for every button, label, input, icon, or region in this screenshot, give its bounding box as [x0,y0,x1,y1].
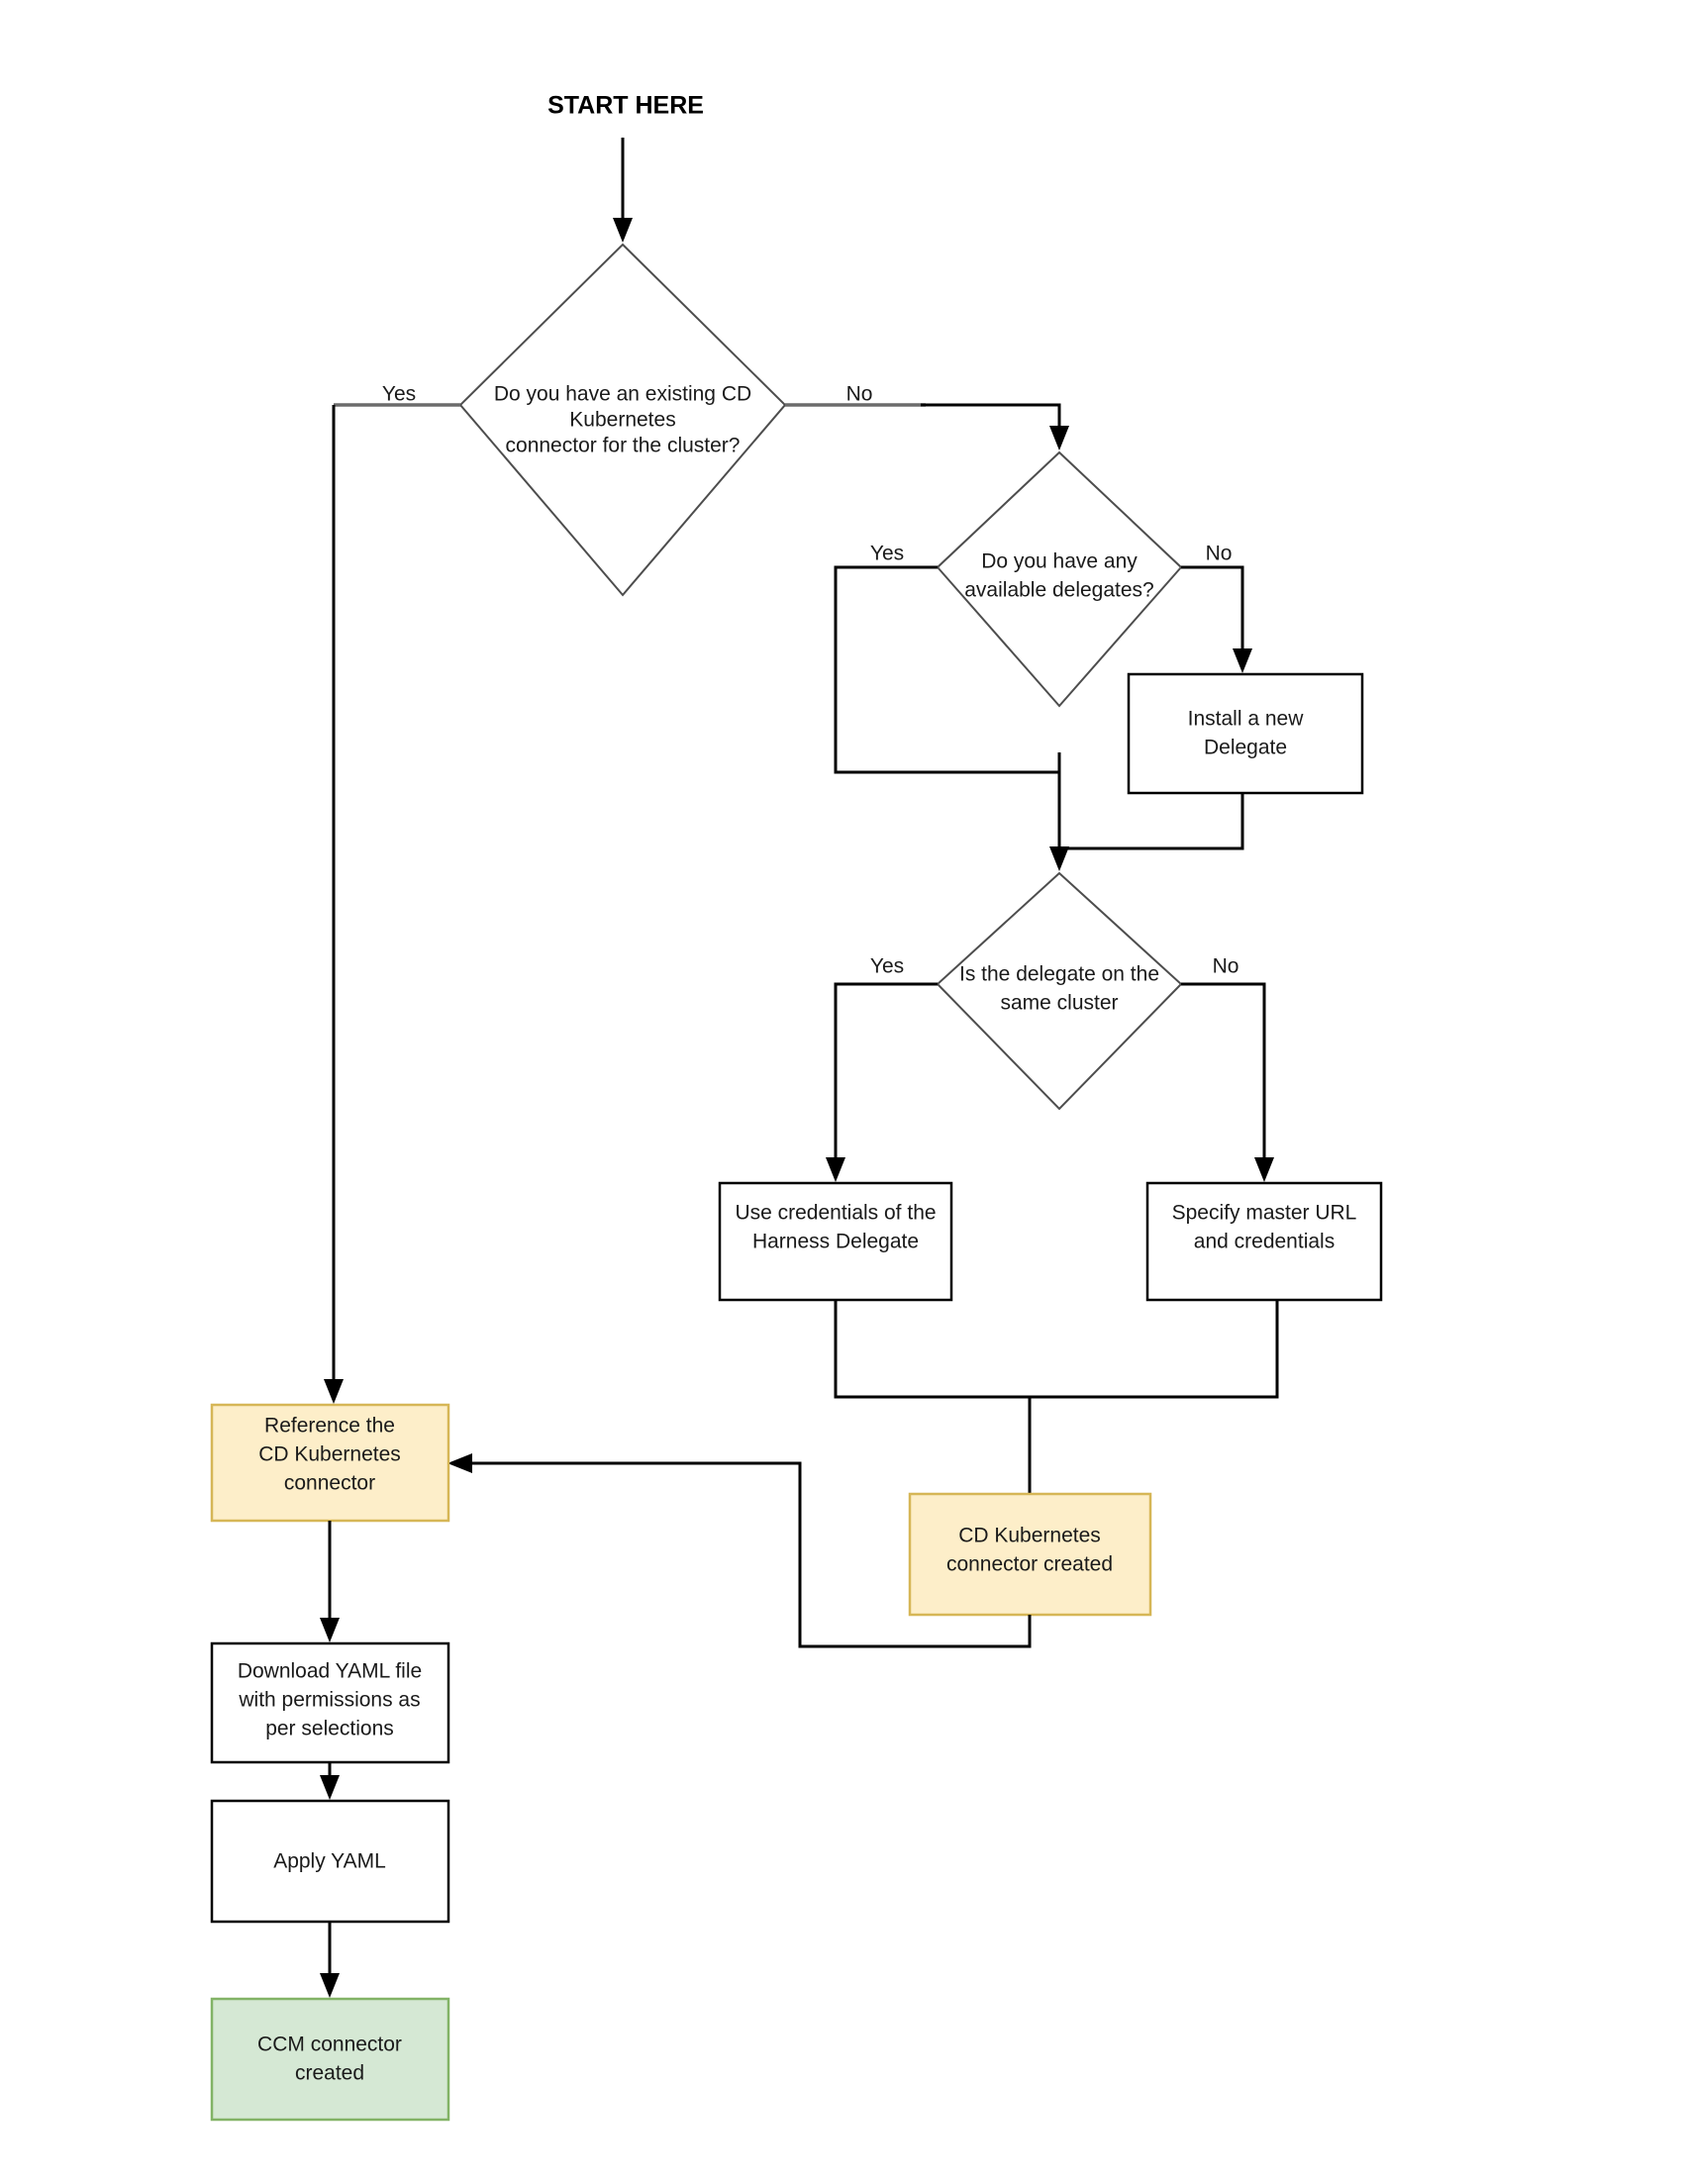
edge-creds-merge-to-cd-created [834,1300,1279,1495]
edge-merge-to-d3 [1049,752,1069,871]
d3-line-1: same cluster [1000,992,1118,1015]
node-install-new-delegate: Install a new Delegate [1127,672,1364,795]
reference-line-1: CD Kubernetes [258,1443,401,1466]
d1-line-0: Do you have an existing CD [494,383,751,406]
usecreds-line-0: Use credentials of the [735,1202,936,1225]
edge-d2-yes: Yes [834,543,1059,774]
install-line-1: Delegate [1204,737,1287,759]
node-download-yaml: Download YAML file with permissions as p… [210,1641,450,1764]
node-apply-yaml: Apply YAML [210,1799,450,1924]
node-ccm-connector-created: CCM connector created [210,1997,450,2122]
edge-d2-no: No [1181,543,1252,673]
decision-existing-cd-connector: Do you have an existing CD Kubernetes co… [458,243,787,597]
start-here-label: START HERE [547,92,704,120]
edge-cd-created-to-reference [447,1453,1032,1648]
edge-install-to-d3 [1059,793,1244,850]
install-line-0: Install a new [1188,708,1305,731]
d1-line-2: connector for the cluster? [506,435,741,457]
reference-line-0: Reference the [264,1415,395,1438]
download-line-1: with permissions as [238,1689,420,1712]
cdcreated-line-0: CD Kubernetes [958,1525,1101,1547]
edge-reference-to-download [320,1521,340,1642]
cdcreated-line-1: connector created [946,1553,1113,1576]
edge-start-to-d1 [613,138,633,243]
decision-delegate-same-cluster: Is the delegate on the same cluster [936,871,1183,1111]
reference-line-2: connector [284,1472,375,1495]
edge-d3-yes: Yes [826,955,938,1182]
node-use-harness-delegate-credentials: Use credentials of the Harness Delegate [718,1181,953,1302]
edge-label-d1-yes: Yes [382,383,416,406]
download-line-2: per selections [265,1718,394,1740]
edge-label-d2-no: No [1206,543,1233,565]
d2-line-1: available delegates? [964,579,1153,602]
masterurl-line-0: Specify master URL [1172,1202,1357,1225]
d1-line-1: Kubernetes [569,409,675,432]
edge-apply-to-ccm [320,1922,340,1998]
masterurl-line-1: and credentials [1194,1231,1335,1253]
node-reference-cd-kubernetes-connector: Reference the CD Kubernetes connector [210,1403,450,1523]
download-line-0: Download YAML file [238,1660,422,1683]
edge-d1-no: No [785,383,1069,450]
node-specify-master-url: Specify master URL and credentials [1145,1181,1383,1302]
edge-d3-no: No [1181,955,1274,1182]
edge-label-d1-no: No [846,383,873,406]
d2-line-0: Do you have any [981,550,1138,573]
edge-label-d3-no: No [1213,955,1239,978]
ccm-line-1: created [295,2062,364,2085]
edge-d1-yes: Yes [324,383,460,1404]
d3-line-0: Is the delegate on the [959,963,1159,986]
usecreds-line-1: Harness Delegate [752,1231,919,1253]
ccm-line-0: CCM connector [257,2034,402,2056]
edge-label-d3-yes: Yes [870,955,904,978]
node-cd-kubernetes-connector-created: CD Kubernetes connector created [908,1492,1152,1617]
apply-line-0: Apply YAML [273,1850,386,1873]
decision-available-delegates: Do you have any available delegates? [936,450,1183,708]
edge-label-d2-yes: Yes [870,543,904,565]
edge-download-to-apply [320,1762,340,1800]
